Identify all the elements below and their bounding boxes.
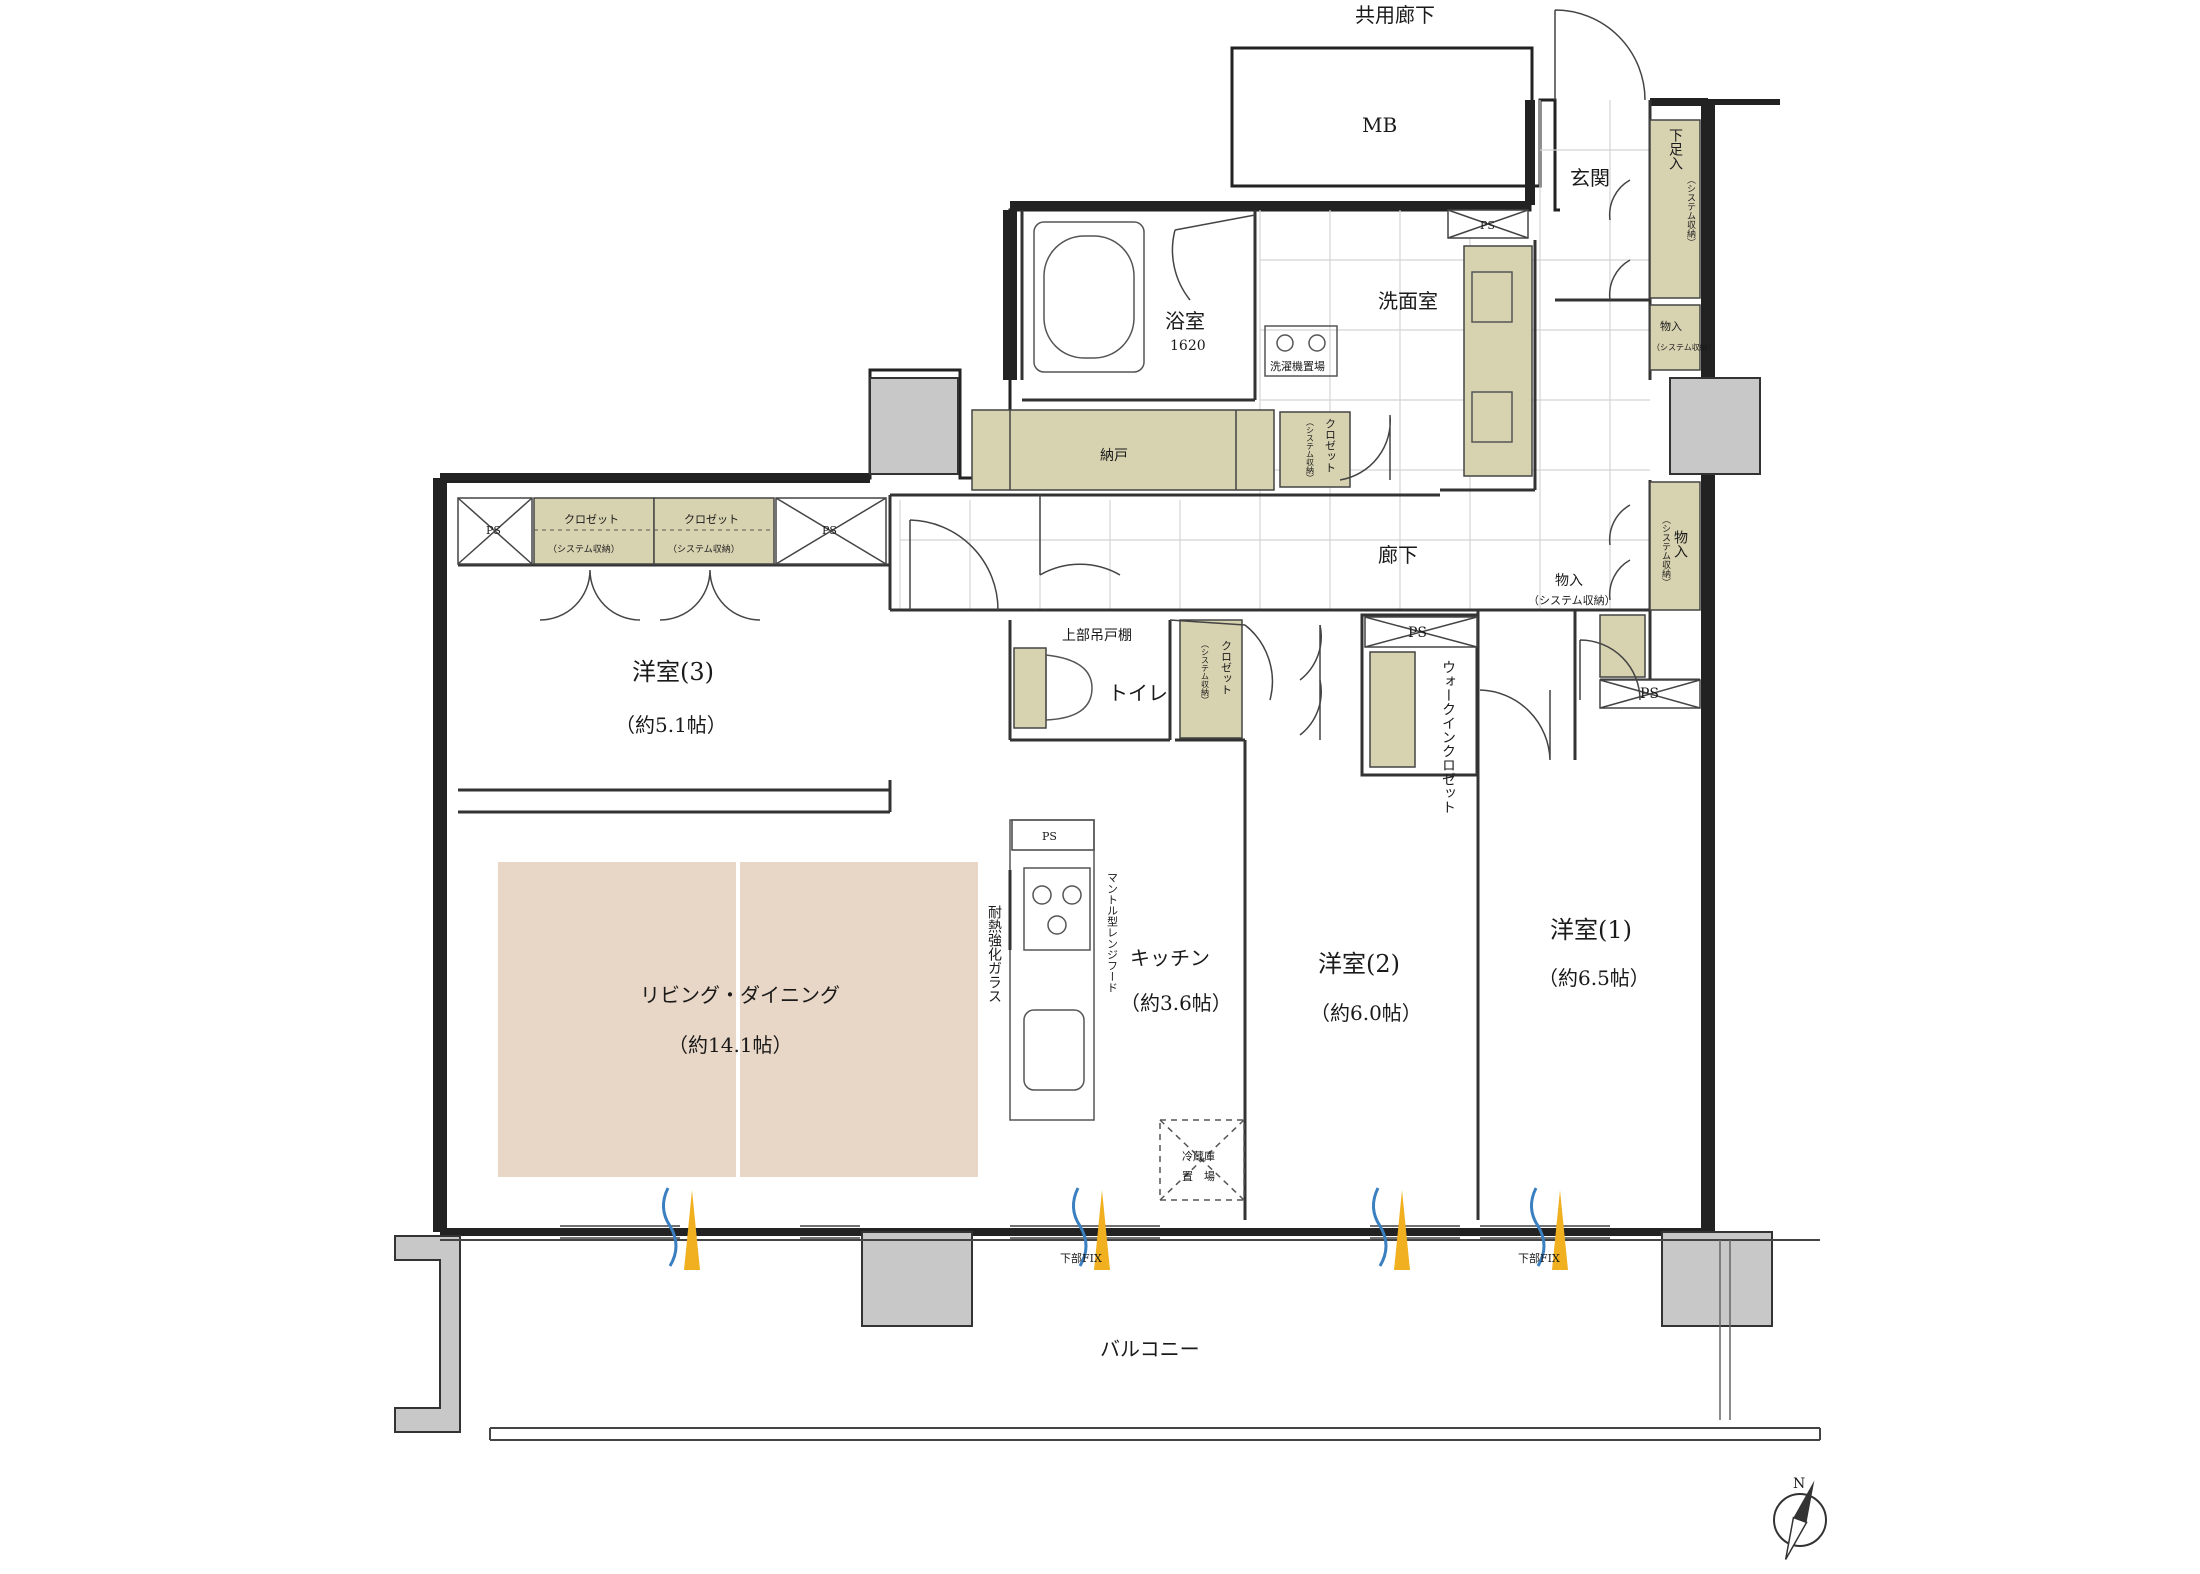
storage-units [533, 119, 1701, 768]
basin [1471, 391, 1513, 443]
room2-size: （約6.0帖） [1310, 1001, 1422, 1025]
closet-corridor-label: クロゼット [1220, 640, 1233, 695]
heat-glass-label: 耐熱強化ガラス [986, 905, 1002, 1003]
bath-size: 1620 [1170, 338, 1206, 354]
column [394, 1235, 461, 1433]
entrance-label: 玄関 [1570, 166, 1610, 190]
columns [394, 377, 1773, 1433]
column [869, 377, 959, 475]
closet-pantry-side-label: クロゼット [1324, 418, 1337, 473]
lower-fix-label-2: 下部FIX [1518, 1251, 1560, 1265]
mb-room [1230, 46, 1534, 188]
closet-corridor [1179, 619, 1243, 739]
pantry-storage [971, 409, 1275, 491]
balcony-label: バルコニー [1100, 1337, 1200, 1361]
kitchen-counter [1008, 819, 1095, 1121]
closet-system-label: （システム収納） [548, 543, 620, 555]
storage-entrance [1649, 304, 1701, 371]
storage-corridor-label: 物入 [1672, 530, 1688, 558]
airflow-icon [662, 1187, 1568, 1270]
living-rug [498, 862, 978, 1177]
pantry-label: 納戸 [1100, 448, 1128, 464]
closet-room3-b [653, 497, 775, 565]
walk-in-closet-shelf [1369, 651, 1416, 768]
room3-size: （約5.1帖） [615, 713, 727, 737]
door-swing-icon [539, 9, 1646, 761]
washroom-label: 洗面室 [1378, 289, 1438, 313]
common-corridor-label: 共用廊下 [1355, 3, 1435, 27]
fridge-place-label: 置 場 [1182, 1170, 1215, 1183]
storage-corridor [1649, 481, 1701, 611]
mb-label: MB [1362, 113, 1397, 137]
ps-label: PS [486, 524, 501, 537]
closet-label: クロゼット [684, 513, 739, 526]
shoe-storage-label: 下足入 [1667, 128, 1683, 170]
closet-label: クロゼット [564, 513, 619, 526]
fridge-label: 冷蔵庫 [1182, 1149, 1215, 1163]
kitchen-size: （約3.6帖） [1120, 991, 1232, 1015]
toilet-icon [1013, 647, 1093, 729]
room2-label: 洋室(2) [1318, 950, 1400, 978]
shoe-storage-sub: （システム収納） [1685, 175, 1696, 247]
compass-icon [1773, 1480, 1827, 1560]
shoe-storage [1649, 119, 1701, 299]
stove-icon [1023, 867, 1091, 951]
washer-space [1264, 325, 1338, 377]
column [1661, 1231, 1773, 1327]
column [1669, 377, 1761, 475]
corridor-label: 廊下 [1378, 543, 1418, 567]
ps-label: PS [1042, 830, 1057, 843]
closet-corridor-sub: （システム収納） [1201, 640, 1210, 704]
ps-label: PS [1640, 686, 1659, 702]
bath-label: 浴室 [1165, 309, 1205, 333]
fridge-space [1159, 1119, 1245, 1201]
walk-in-closet-label: ウォークインクロゼット [1440, 660, 1456, 814]
column [861, 1231, 973, 1327]
room3-label: 洋室(3) [632, 658, 714, 686]
toilet-label: トイレ [1108, 681, 1168, 705]
labels: 共用廊下 MB 玄関 浴室 1620 洗面室 洗濯機置場 納戸 廊下 物入 （シ… [486, 3, 1805, 1492]
room1-label: 洋室(1) [1550, 916, 1632, 944]
washer-label: 洗濯機置場 [1270, 359, 1325, 373]
storage-system-sub: （システム収納） [1528, 594, 1616, 607]
room1-size: （約6.5帖） [1538, 966, 1650, 990]
ps-label: PS [822, 524, 837, 537]
wash-counter [1463, 245, 1533, 477]
storage-corridor-sub: （システム収納） [1660, 515, 1671, 587]
storage-entrance-sub: （システム収納） [1652, 342, 1716, 352]
living-dining-size: （約14.1帖） [668, 1033, 793, 1057]
closet-pantry-side [1279, 411, 1351, 488]
range-hood-label: マントル型レンジフード [1106, 872, 1119, 993]
outer-walls [433, 46, 1780, 1236]
basin [1471, 271, 1513, 323]
closet-pantry-side-sub: （システム収納） [1306, 418, 1315, 482]
living-dining-label: リビング・ダイニング [640, 983, 840, 1007]
lower-fix-label: 下部FIX [1060, 1251, 1102, 1265]
sink-icon [1023, 1009, 1085, 1091]
west-wall [440, 98, 1560, 480]
ps-shafts [457, 209, 1701, 851]
kitchen-label: キッチン [1130, 946, 1210, 970]
balcony [440, 1239, 1821, 1441]
ps-label: PS [1480, 219, 1495, 232]
ps-label: PS [1408, 625, 1427, 641]
bathtub-icon [1033, 221, 1145, 373]
storage-entrance-label: 物入 [1660, 319, 1682, 333]
upper-cabinet-label: 上部吊戸棚 [1062, 628, 1132, 644]
north-label: N [1793, 1476, 1805, 1492]
closet-system-label: （システム収納） [668, 543, 740, 555]
storage-system-label: 物入 [1555, 573, 1583, 589]
